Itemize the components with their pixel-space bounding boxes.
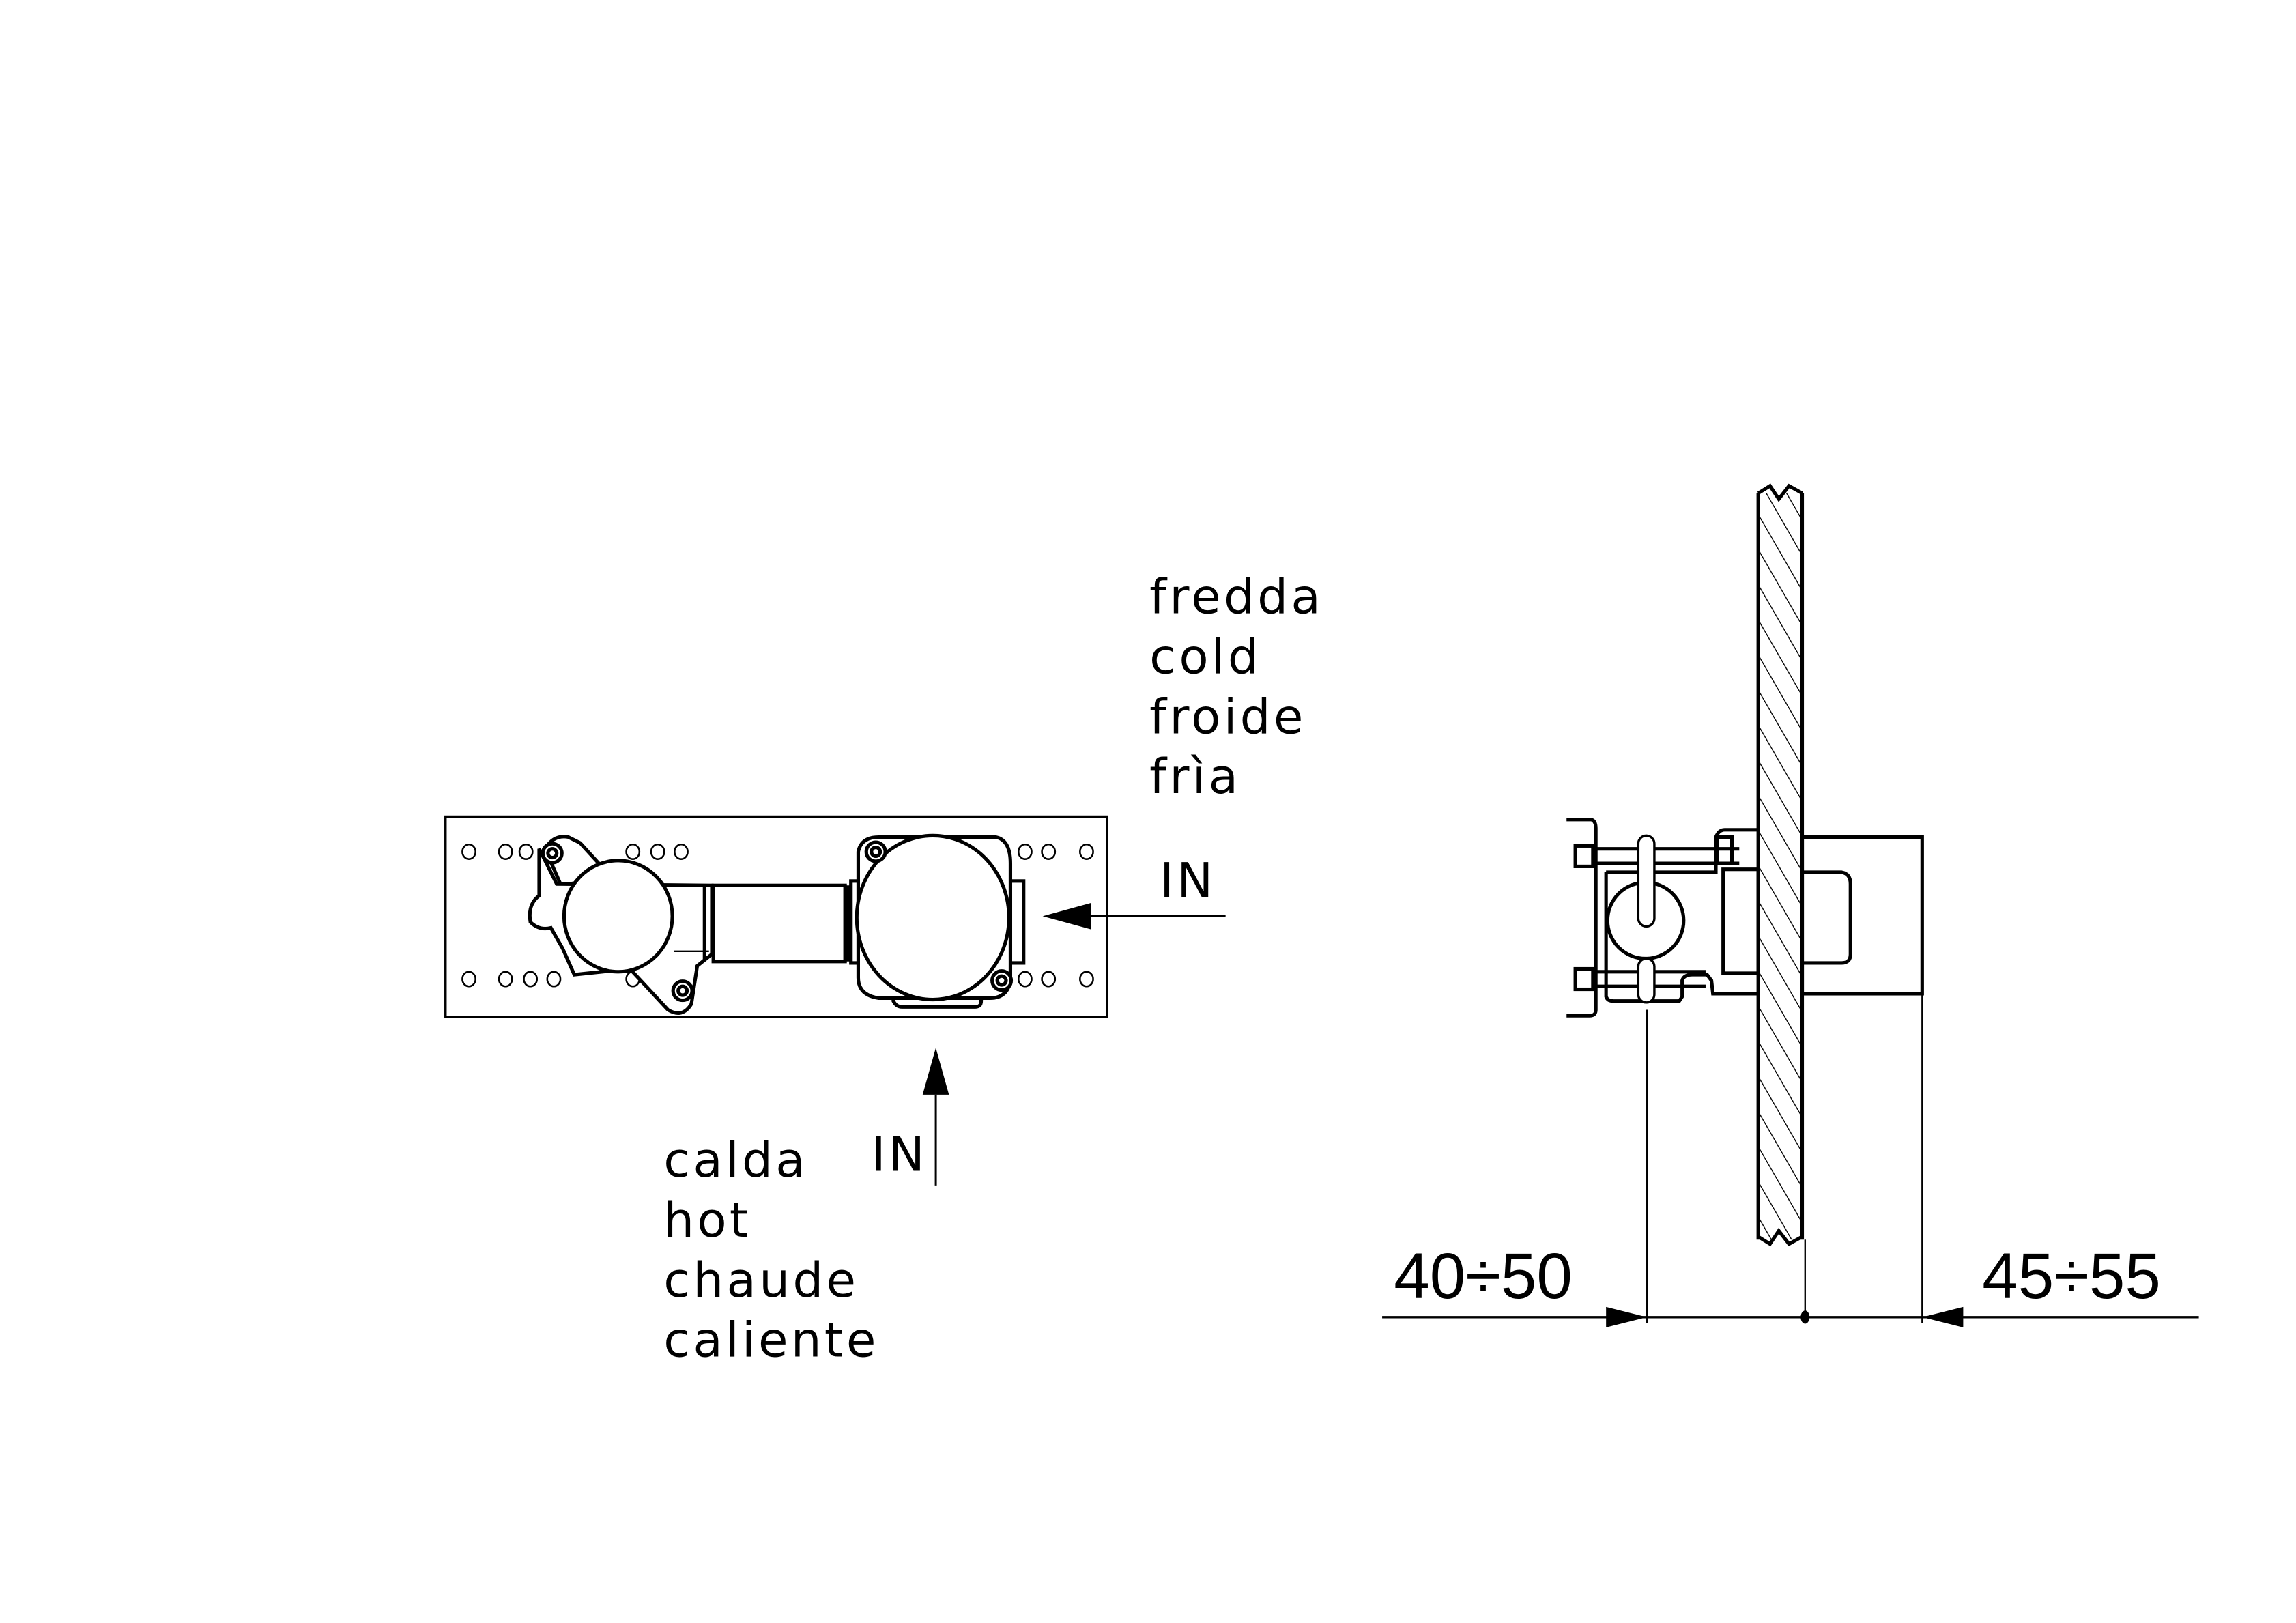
main-valve-cartridge (855, 833, 1011, 1002)
hot-label-fr: chaude (663, 1252, 859, 1308)
hot-label-es: caliente (663, 1312, 879, 1368)
cold-in-label: IN (1160, 852, 1216, 908)
wall-center-point (1800, 1310, 1810, 1324)
cold-label-es: frìa (1149, 748, 1241, 805)
side-valve-body (1604, 828, 1760, 1004)
dimension-arrow-left (1606, 1306, 1648, 1327)
cold-inlet-arrow (1042, 903, 1226, 930)
front-view: IN fredda cold froide frìa IN calda hot … (444, 568, 1323, 1368)
hot-label-en: hot (663, 1192, 751, 1248)
cover-plate (1800, 835, 1924, 996)
cold-label-it: fredda (1149, 568, 1323, 624)
hot-valve-cartridge (562, 859, 674, 974)
hot-label-it: calda (663, 1132, 808, 1188)
hot-in-label: IN (872, 1125, 928, 1182)
screw-heads (541, 840, 1014, 1003)
cold-label-en: cold (1149, 628, 1261, 685)
wall-section (1756, 483, 1805, 1247)
dimension-arrow-right (1922, 1306, 1964, 1327)
dimension-lines (1382, 993, 2199, 1327)
dimension-right-label: 45÷55 (1982, 1240, 2161, 1312)
hot-inlet-arrow (922, 1048, 949, 1186)
valve-body (528, 833, 1026, 1015)
dimension-left-label: 40÷50 (1394, 1240, 1573, 1312)
side-valve-lever-top (1637, 834, 1656, 928)
side-valve-lever-bottom (1637, 957, 1656, 1004)
cold-inlet-labels: fredda cold froide frìa (1149, 568, 1323, 805)
hot-inlet-labels: calda hot chaude caliente (663, 1132, 879, 1368)
cold-label-fr: froide (1149, 688, 1306, 745)
side-view: 40÷50 45÷55 (1382, 483, 2199, 1327)
